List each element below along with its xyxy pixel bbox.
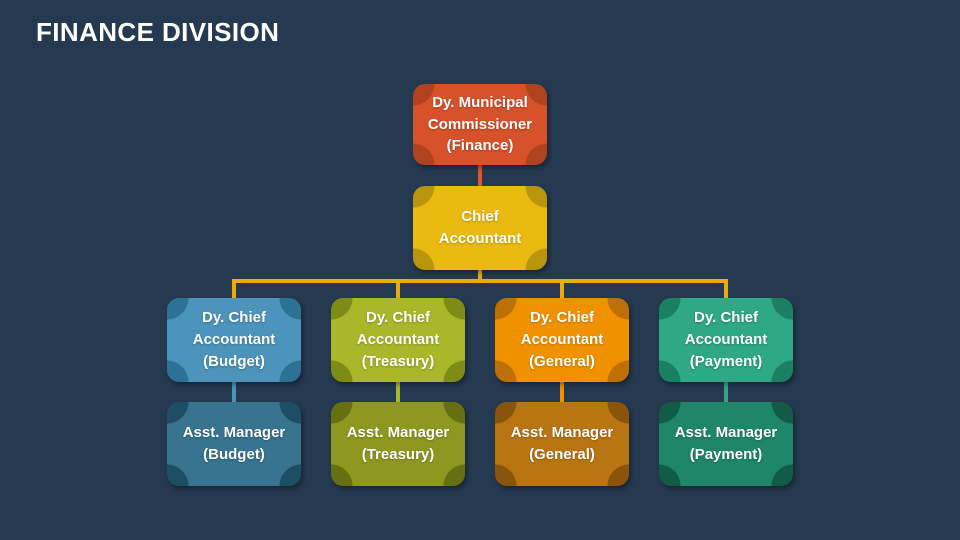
- org-node-chief-accountant: Chief Accountant: [413, 186, 547, 270]
- org-node-label: Dy. Municipal Commissioner (Finance): [427, 93, 533, 155]
- slide-title: FINANCE DIVISION: [36, 17, 280, 47]
- org-node-label: Dy. Chief Accountant (Budget): [192, 309, 276, 370]
- org-node-label: Asst. Manager (Budget): [182, 424, 286, 463]
- org-node-label: Chief Accountant: [438, 208, 522, 247]
- org-node-asst-manager-general: Asst. Manager (General): [495, 402, 629, 486]
- connector-payment-to-asst: [724, 382, 728, 402]
- connector-drop-payment: [724, 279, 728, 298]
- org-node-asst-manager-treasury: Asst. Manager (Treasury): [331, 402, 465, 486]
- connector-general-to-asst: [560, 382, 564, 402]
- connector-drop-budget: [232, 279, 236, 298]
- org-node-label: Dy. Chief Accountant (Treasury): [356, 309, 440, 370]
- org-node-label: Asst. Manager (General): [510, 424, 614, 463]
- connector-branch-horizontal: [232, 279, 728, 283]
- connector-chief-stub: [478, 269, 482, 283]
- org-node-dy-chief-accountant-payment: Dy. Chief Accountant (Payment): [659, 298, 793, 382]
- org-node-dy-chief-accountant-general: Dy. Chief Accountant (General): [495, 298, 629, 382]
- connector-drop-treasury: [396, 279, 400, 298]
- org-node-label: Asst. Manager (Treasury): [346, 424, 450, 463]
- connector-budget-to-asst: [232, 382, 236, 402]
- org-node-label: Asst. Manager (Payment): [674, 424, 778, 463]
- connector-drop-general: [560, 279, 564, 298]
- org-node-asst-manager-budget: Asst. Manager (Budget): [167, 402, 301, 486]
- org-node-dy-chief-accountant-budget: Dy. Chief Accountant (Budget): [167, 298, 301, 382]
- connector-commissioner-to-chief: [478, 165, 482, 187]
- org-node-label: Dy. Chief Accountant (General): [520, 309, 604, 370]
- org-node-dy-municipal-commissioner-finance: Dy. Municipal Commissioner (Finance): [413, 84, 547, 165]
- connector-treasury-to-asst: [396, 382, 400, 402]
- org-node-dy-chief-accountant-treasury: Dy. Chief Accountant (Treasury): [331, 298, 465, 382]
- org-node-asst-manager-payment: Asst. Manager (Payment): [659, 402, 793, 486]
- org-node-label: Dy. Chief Accountant (Payment): [684, 309, 768, 370]
